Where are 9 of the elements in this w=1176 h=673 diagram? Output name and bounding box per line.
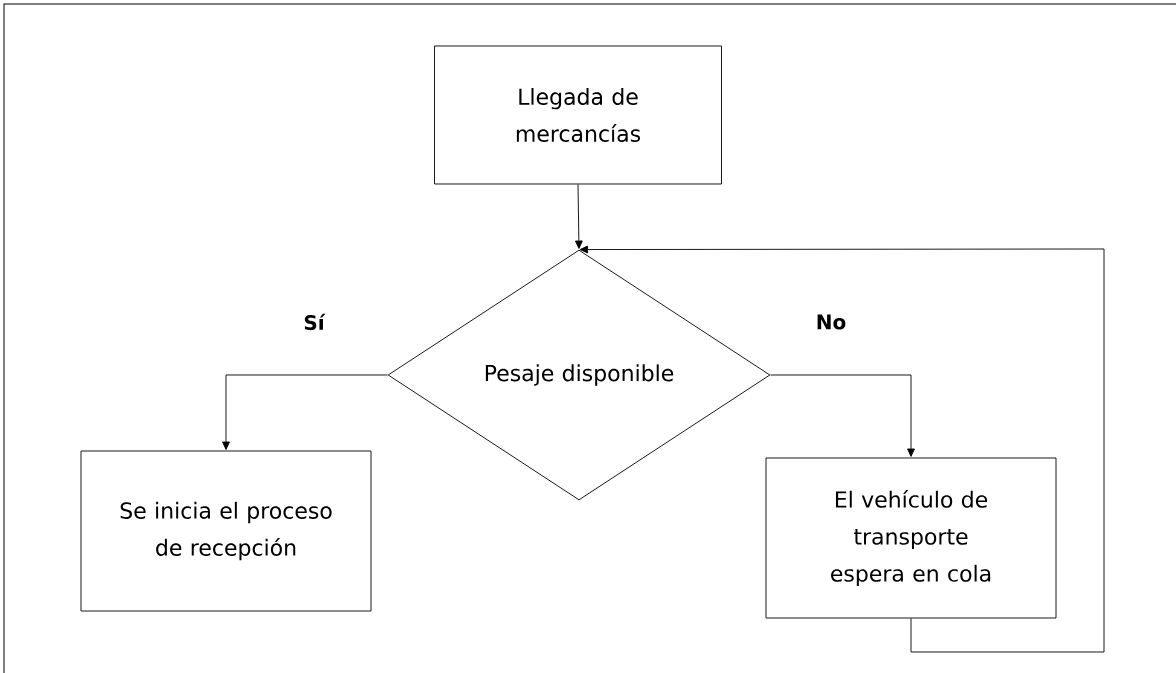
arrow xyxy=(222,374,388,450)
process-box: El vehículo de transporte espera en cola xyxy=(765,457,1057,619)
edge-label: Sí xyxy=(304,313,326,331)
arrow xyxy=(575,184,583,249)
process-box: Llegada de mercancías xyxy=(434,45,722,185)
arrow xyxy=(579,245,1105,653)
process-box: Se inicia el proceso de recepción xyxy=(80,450,372,612)
edge-label: No xyxy=(817,314,846,330)
arrow xyxy=(770,374,915,457)
